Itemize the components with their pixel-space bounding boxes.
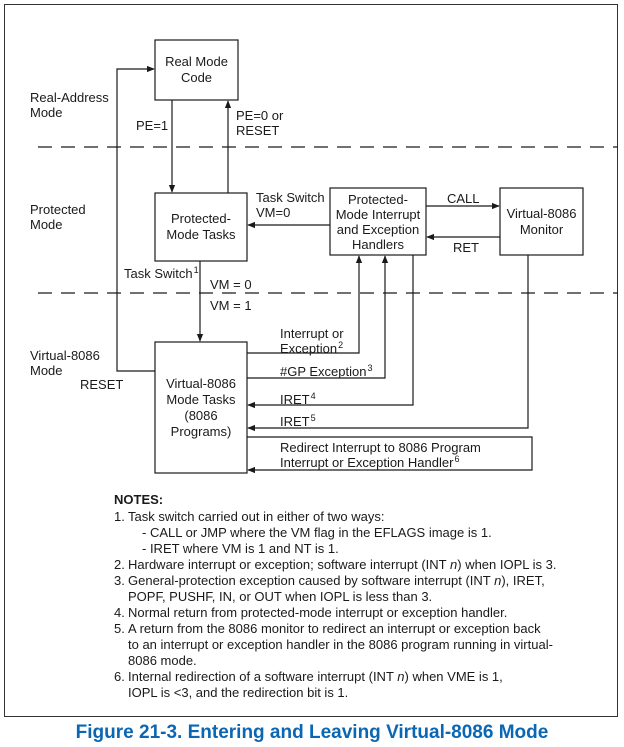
figure-caption: Figure 21-3. Entering and Leaving Virtua… (75, 722, 549, 743)
v86-mode-tasks-box (154, 341, 248, 474)
note-1b: - IRET where VM is 1 and NT is 1. (142, 541, 339, 556)
iret4-text: IRET (280, 392, 310, 407)
vm1-label: VM = 1 (210, 298, 252, 313)
pe1-label: PE=1 (136, 118, 169, 133)
iret5-label: IRET5 (280, 413, 316, 429)
redirect-line2-label: Interrupt or Exception Handler6 (280, 454, 460, 470)
iret5-footnote: 5 (310, 413, 316, 423)
task-switch-footnote: 1 (193, 265, 199, 275)
redirect-line2-text: Interrupt or Exception Handler (280, 455, 454, 470)
v86-monitor-label: Virtual-8086 Monitor (506, 205, 577, 237)
ret-label: RET (453, 240, 479, 255)
note-6-cont: IOPL is <3, and the redirection bit is 1… (128, 685, 349, 700)
real-address-mode-label: Real-Address Mode (30, 90, 109, 120)
gp-exception-label: #GP Exception3 (280, 363, 373, 379)
real-mode-code-box (154, 39, 239, 101)
v86-monitor-box (499, 187, 584, 256)
note-4: 4.Normal return from protected-mode inte… (114, 605, 508, 620)
interrupt-or-label: Interrupt or (280, 326, 344, 341)
redirect-line1-label: Redirect Interrupt to 8086 Program (280, 440, 481, 455)
note-1: 1.Task switch carried out in either of t… (114, 509, 385, 524)
notes-title: NOTES: (114, 492, 164, 507)
v86-mode-label: Virtual-8086 Mode (30, 348, 100, 378)
note-3: 3.General-protection exception caused by… (114, 573, 545, 588)
pm-handlers-label: Protected- Mode Interrupt and Exception … (335, 191, 421, 252)
pe0-reset-label: PE=0 or RESET (236, 108, 284, 138)
reset-label: RESET (80, 377, 124, 392)
protected-mode-label: Protected Mode (30, 202, 86, 232)
task-switch-vm0-label: Task Switch VM=0 (256, 190, 325, 220)
real-mode-code-label: Real Mode Code (165, 54, 228, 85)
note-6: 6.Internal redirection of a software int… (114, 669, 503, 684)
iret4-arrow (247, 255, 414, 409)
iret5-text: IRET (280, 414, 310, 429)
interrupt-exception-arrow (247, 255, 363, 354)
note-1a: - CALL or JMP where the VM flag in the E… (142, 525, 492, 540)
note-3-cont: POPF, PUSHF, IN, or OUT when IOPL is les… (128, 589, 433, 604)
exception-text: Exception (280, 341, 338, 356)
note-5-cont1: to an interrupt or exception handler in … (128, 637, 553, 652)
note-5-cont2: 8086 mode. (128, 653, 197, 668)
gp-exception-arrow (247, 255, 389, 379)
redirect-footnote: 6 (454, 454, 460, 464)
exception-label: Exception2 (280, 340, 344, 356)
protected-mode-tasks-label: Protected- Mode Tasks (166, 211, 236, 242)
task-switch-label: Task Switch1 (124, 265, 199, 281)
figure-frame (4, 4, 618, 717)
note-2: 2.Hardware interrupt or exception; softw… (114, 557, 557, 572)
note-5: 5.A return from the 8086 monitor to redi… (114, 621, 541, 636)
task-switch-text: Task Switch (124, 266, 193, 281)
iret5-arrow (247, 255, 529, 432)
gp-exception-text: #GP Exception (280, 364, 367, 379)
redirect-arrow (247, 436, 533, 474)
protected-mode-tasks-box (154, 192, 248, 262)
iret4-label: IRET4 (280, 391, 316, 407)
notes-section: NOTES: 1.Task switch carried out in eith… (114, 492, 614, 701)
gp-exception-footnote: 3 (367, 363, 373, 373)
reset-arrow (116, 65, 155, 372)
exception-footnote: 2 (338, 340, 344, 350)
v86-mode-tasks-label: Virtual-8086 Mode Tasks (8086 Programs) (166, 375, 236, 439)
vm0-label: VM = 0 (210, 277, 252, 292)
iret4-footnote: 4 (310, 391, 316, 401)
pm-handlers-box (329, 187, 427, 256)
call-label: CALL (447, 191, 480, 206)
mode-transition-diagram (38, 39, 618, 474)
